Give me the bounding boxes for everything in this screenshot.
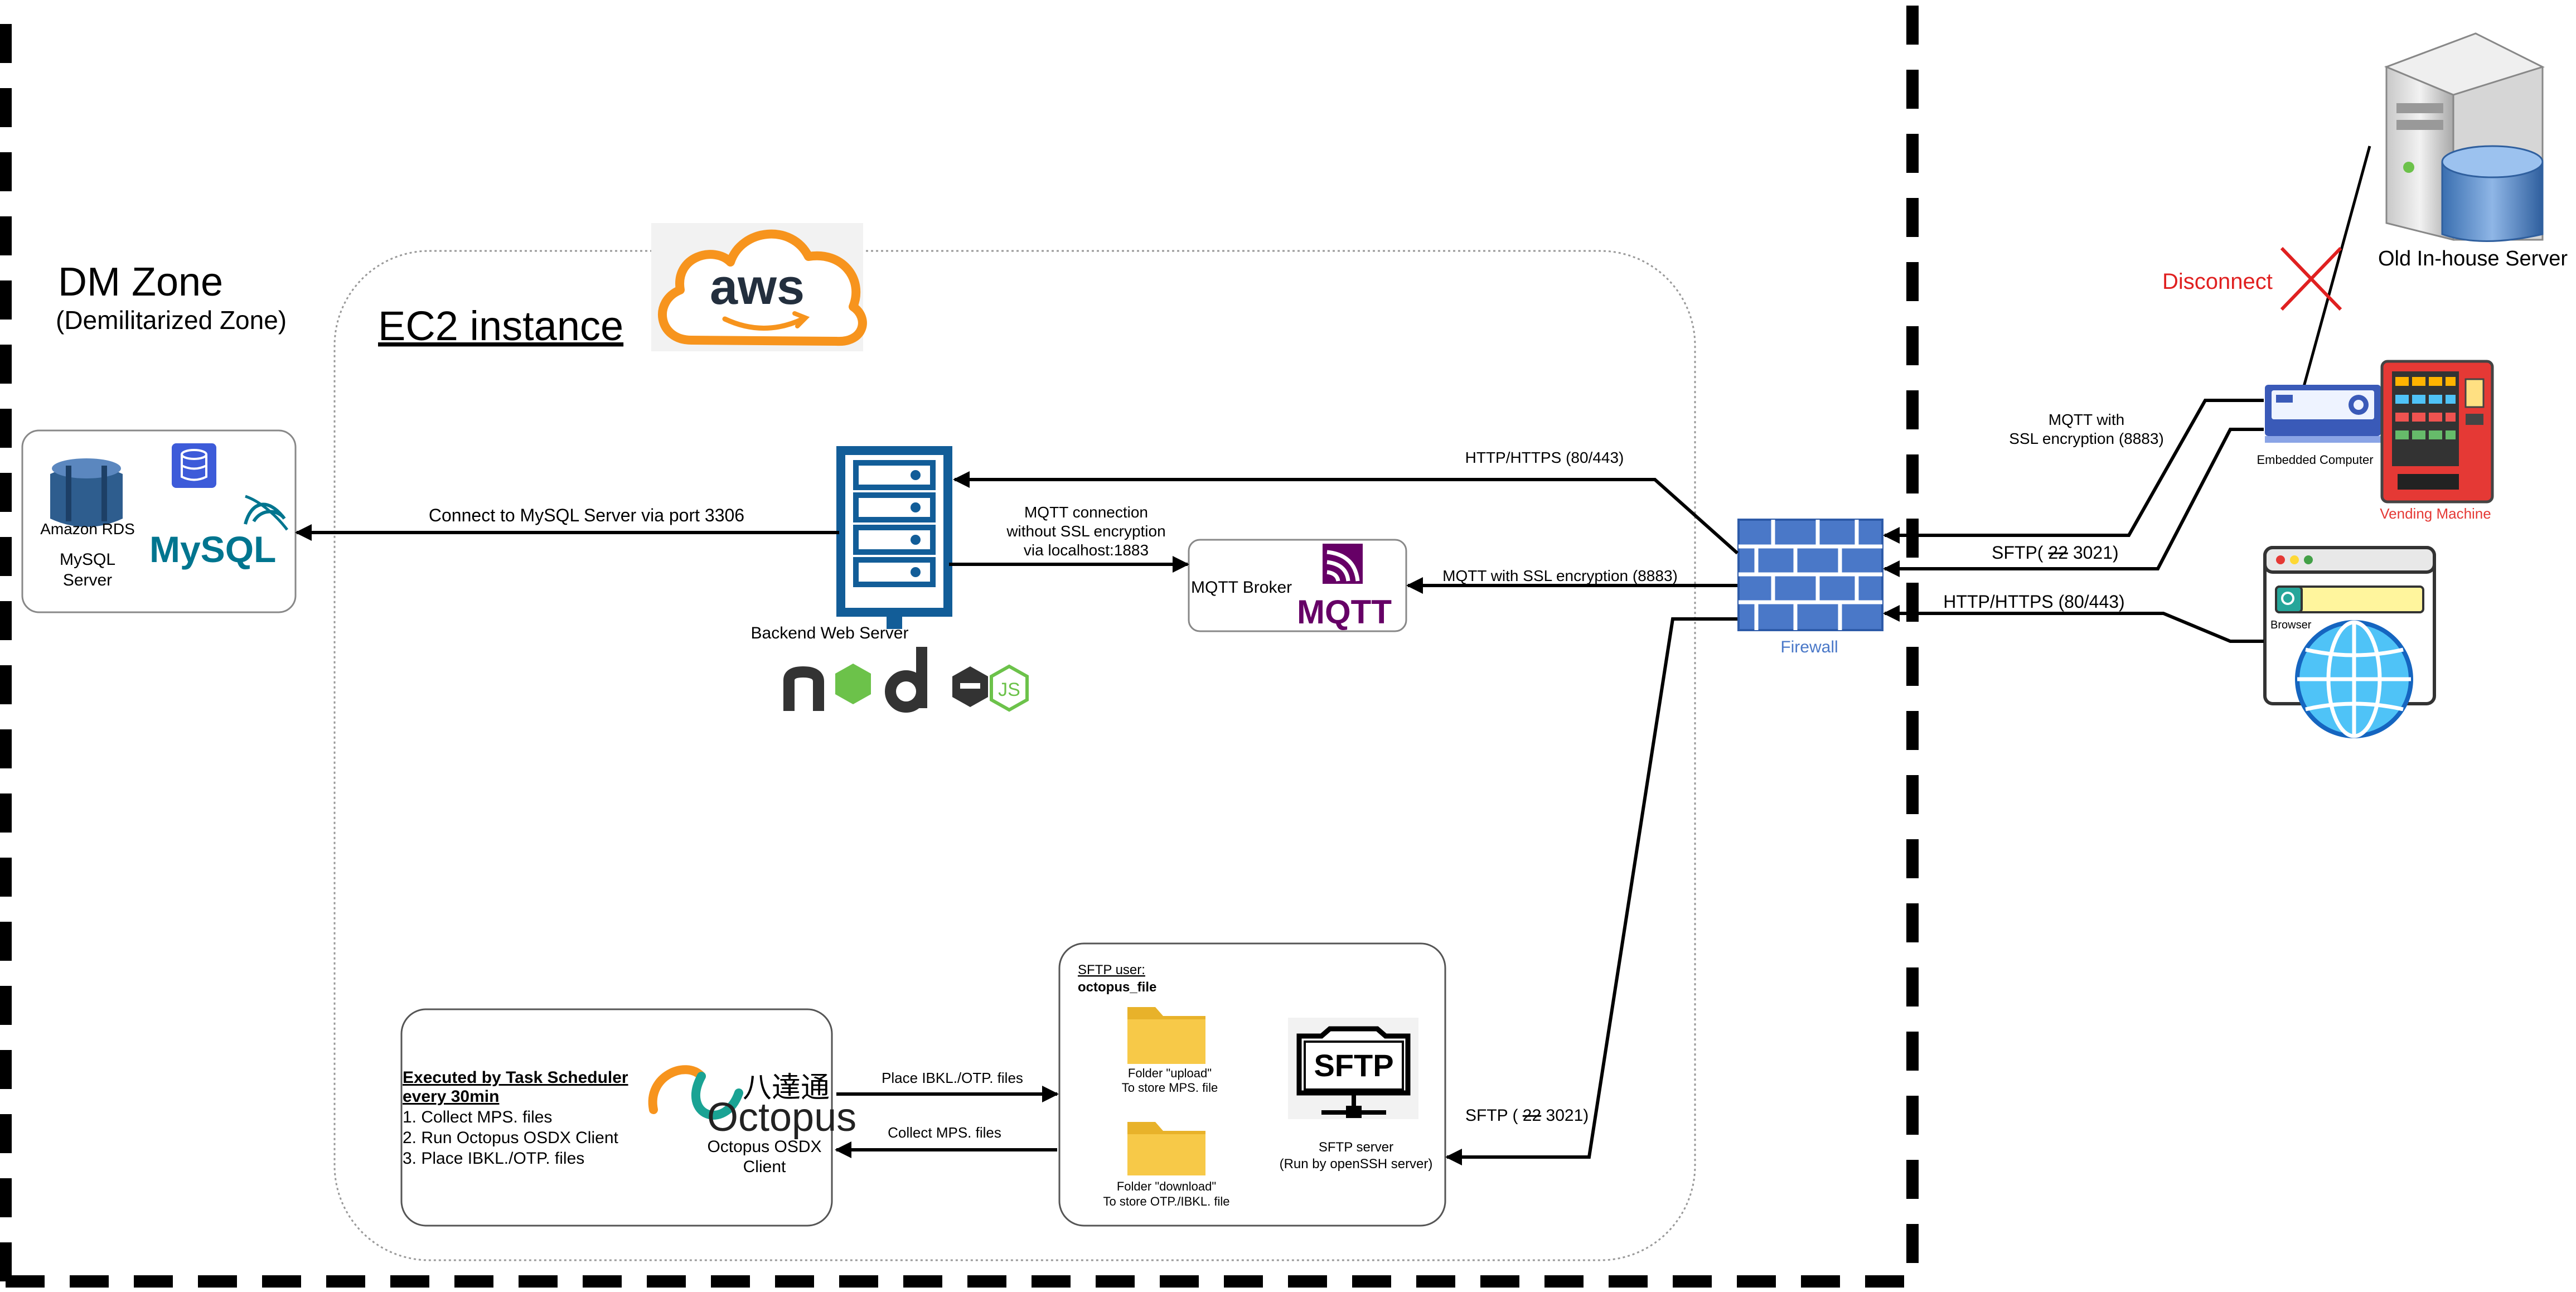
aws-logo-text: aws bbox=[710, 259, 805, 315]
upload-folder-label-line1: Folder "upload" bbox=[1128, 1066, 1212, 1080]
nodejs-logo: JS bbox=[783, 647, 1029, 713]
mysql-server-label-line1: MySQL bbox=[60, 550, 115, 569]
vending-machine-label: Vending Machine bbox=[2380, 505, 2491, 522]
sftp-device-label-old-port: 22 bbox=[2048, 543, 2068, 563]
sftp-device-label: SFTP( 22 3021) bbox=[1992, 543, 2119, 563]
collect-files-label: Collect MPS. files bbox=[888, 1124, 1001, 1141]
amazon-rds-icon bbox=[50, 458, 123, 527]
mqtt-local-label-line1: MQTT connection bbox=[1024, 504, 1148, 521]
dm-zone-boundary bbox=[0, 6, 1919, 1288]
octopus-logo: 八達通 Octopus bbox=[648, 1065, 856, 1140]
mqtt-broker-label: MQTT Broker bbox=[1191, 578, 1292, 597]
upload-folder-icon bbox=[1127, 1007, 1205, 1064]
http-browser-arrow bbox=[1883, 605, 2264, 643]
upload-folder-label-line2: To store MPS. file bbox=[1122, 1081, 1218, 1095]
disconnect-x-icon bbox=[2280, 246, 2342, 311]
mysql-connection-label: Connect to MySQL Server via port 3306 bbox=[429, 505, 744, 525]
sftp-server-arrow bbox=[1445, 617, 1737, 1165]
dm-zone-subtitle: (Demilitarized Zone) bbox=[56, 306, 287, 335]
mysql-server-label-line2: Server bbox=[63, 571, 112, 589]
http-backend-arrow bbox=[953, 471, 1739, 555]
octopus-step-1: 1. Collect MPS. files bbox=[403, 1108, 552, 1126]
sftp-server-icon: SFTP bbox=[1288, 1018, 1418, 1119]
globe-icon bbox=[2295, 620, 2413, 738]
embedded-computer-label: Embedded Computer bbox=[2257, 453, 2373, 467]
mqtt-local-label-line2: without SSL encryption bbox=[1006, 522, 1165, 540]
octopus-logo-text: Octopus bbox=[707, 1095, 856, 1140]
sftp-device-label-prefix: SFTP( bbox=[1992, 543, 2044, 563]
sftp-device-arrow bbox=[1883, 428, 2264, 577]
octopus-step-2: 2. Run Octopus OSDX Client bbox=[403, 1129, 619, 1147]
download-folder-label-line2: To store OTP./IBKL. file bbox=[1103, 1194, 1229, 1208]
mqtt-ssl-broker-label: MQTT with SSL encryption (8883) bbox=[1442, 567, 1678, 584]
sftp-server-link-prefix: SFTP ( bbox=[1465, 1106, 1518, 1125]
sftp-server-label-line2: (Run by openSSH server) bbox=[1280, 1156, 1433, 1172]
octopus-client-label-line1: Octopus OSDX bbox=[707, 1138, 821, 1156]
backend-server-icon bbox=[836, 446, 952, 629]
old-server-link bbox=[2301, 146, 2371, 391]
dm-zone-title: DM Zone bbox=[58, 260, 223, 304]
octopus-task-box: Executed by Task Scheduler every 30min 1… bbox=[400, 1008, 856, 1227]
backend-server-label: Backend Web Server bbox=[751, 624, 909, 642]
sftp-user-label: SFTP user: bbox=[1078, 962, 1145, 978]
old-server-label: Old In-house Server bbox=[2378, 247, 2568, 270]
sftp-server-link-label: SFTP ( 22 3021) bbox=[1465, 1106, 1589, 1125]
sftp-badge: SFTP bbox=[1314, 1048, 1393, 1083]
octopus-logo-chinese: 八達通 bbox=[743, 1072, 830, 1104]
octopus-client-label-line2: Client bbox=[743, 1158, 786, 1176]
octopus-step-3: 3. Place IBKL./OTP. files bbox=[403, 1149, 584, 1168]
mqtt-local-label-line3: via localhost:1883 bbox=[1024, 541, 1149, 559]
disconnect-label: Disconnect bbox=[2162, 269, 2273, 294]
sftp-device-label-new-port: 3021) bbox=[2073, 543, 2119, 563]
sftp-user-name: octopus_file bbox=[1078, 980, 1156, 995]
mqtt-logo-text: MQTT bbox=[1297, 593, 1392, 631]
mqtt-ssl-device-label-line1: MQTT with bbox=[2049, 411, 2124, 428]
download-folder-label-line1: Folder "download" bbox=[1117, 1179, 1216, 1193]
mysql-logo: MySQL bbox=[149, 495, 288, 570]
http-backend-label: HTTP/HTTPS (80/443) bbox=[1465, 449, 1624, 466]
aws-logo: aws bbox=[651, 223, 867, 351]
mqtt-logo-icon bbox=[1323, 544, 1363, 584]
octopus-task-title-line1: Executed by Task Scheduler bbox=[403, 1068, 628, 1087]
sftp-server-box: SFTP user: octopus_file Folder "upload" … bbox=[1058, 942, 1446, 1227]
firewall-label: Firewall bbox=[1780, 638, 1838, 656]
mqtt-broker-box: MQTT Broker MQTT bbox=[1188, 539, 1407, 632]
mysql-logo-text: MySQL bbox=[149, 529, 276, 570]
vending-machine-icon bbox=[2380, 360, 2494, 504]
place-files-label: Place IBKL./OTP. files bbox=[882, 1070, 1023, 1086]
embedded-computer-icon bbox=[2265, 385, 2381, 443]
mqtt-ssl-device-arrow bbox=[1883, 399, 2264, 544]
download-folder-icon bbox=[1127, 1122, 1205, 1175]
ec2-instance-title: EC2 instance bbox=[378, 303, 623, 349]
mysql-rds-box: Amazon RDS MySQL Server MySQL bbox=[21, 429, 297, 613]
browser-label: Browser bbox=[2270, 619, 2312, 631]
amazon-rds-label: Amazon RDS bbox=[40, 520, 135, 538]
http-browser-label: HTTP/HTTPS (80/443) bbox=[1943, 592, 2124, 612]
old-inhouse-server-icon bbox=[2384, 32, 2545, 242]
octopus-task-title-line2: every 30min bbox=[403, 1087, 499, 1106]
sftp-server-link-new-port: 3021) bbox=[1546, 1106, 1589, 1125]
database-icon bbox=[172, 443, 216, 488]
nodejs-js-badge: JS bbox=[998, 679, 1020, 700]
mqtt-ssl-device-label-line2: SSL encryption (8883) bbox=[2009, 430, 2164, 447]
sftp-server-link-old-port: 22 bbox=[1523, 1106, 1541, 1125]
firewall-icon bbox=[1737, 519, 1883, 631]
sftp-server-label-line1: SFTP server bbox=[1319, 1140, 1393, 1155]
